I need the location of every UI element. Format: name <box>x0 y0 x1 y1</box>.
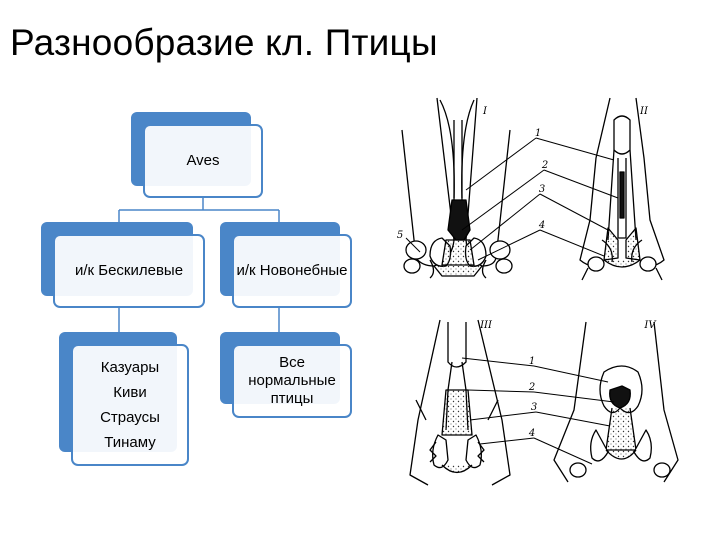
figure-panel-label: I <box>482 106 488 117</box>
figure-number-label: 3 <box>539 184 545 195</box>
figure-panel-label: IV <box>643 320 657 331</box>
leader-lines-top <box>405 137 619 261</box>
figure-number-label: 4 <box>528 428 535 439</box>
species-item: Тинаму <box>104 434 156 451</box>
skull-panel-ii <box>579 97 665 281</box>
figure-number-label: 2 <box>541 160 548 171</box>
figure-panel-label: II <box>639 106 649 117</box>
slide-title: Разнообразие кл. Птицы <box>10 22 438 63</box>
tree-node-beskilevye-children: Казуары Киви Страусы Тинаму <box>59 332 189 466</box>
tree-node-root-label: Aves <box>143 124 263 198</box>
tree-node-novonebnye-label: и/к Новонебные <box>232 234 352 308</box>
species-list: Казуары Киви Страусы Тинаму <box>71 344 189 466</box>
tree-node-beskilevye-label: и/к Бескилевые <box>53 234 205 308</box>
species-item: Казуары <box>100 359 160 376</box>
species-item: Киви <box>113 384 147 401</box>
leader-lines-bottom <box>461 357 615 465</box>
figure-number-label: 2 <box>528 382 535 393</box>
skull-panel-i <box>401 97 513 279</box>
figure-number-label: 1 <box>529 356 535 367</box>
figure-panel-label: III <box>479 320 493 331</box>
tree-node-novonebnye-children: Все нормальные птицы <box>220 332 352 418</box>
tree-node-novonebnye-child-label: Все нормальные птицы <box>232 344 352 418</box>
tree-node-beskilevye: и/к Бескилевые <box>41 222 205 308</box>
tree-node-root: Aves <box>131 112 263 198</box>
figure-number-label: 4 <box>538 220 545 231</box>
palate-anatomy-figure: I II III IV 1 2 3 4 5 1 2 3 4 <box>397 97 679 486</box>
species-item: Страусы <box>100 409 160 426</box>
tree-node-novonebnye: и/к Новонебные <box>220 222 352 308</box>
figure-number-label: 3 <box>531 402 537 413</box>
figure-number-label: 5 <box>397 230 403 241</box>
figure-number-label: 1 <box>535 128 541 139</box>
skull-panel-iv <box>553 321 679 483</box>
skull-panel-iii <box>409 319 511 486</box>
